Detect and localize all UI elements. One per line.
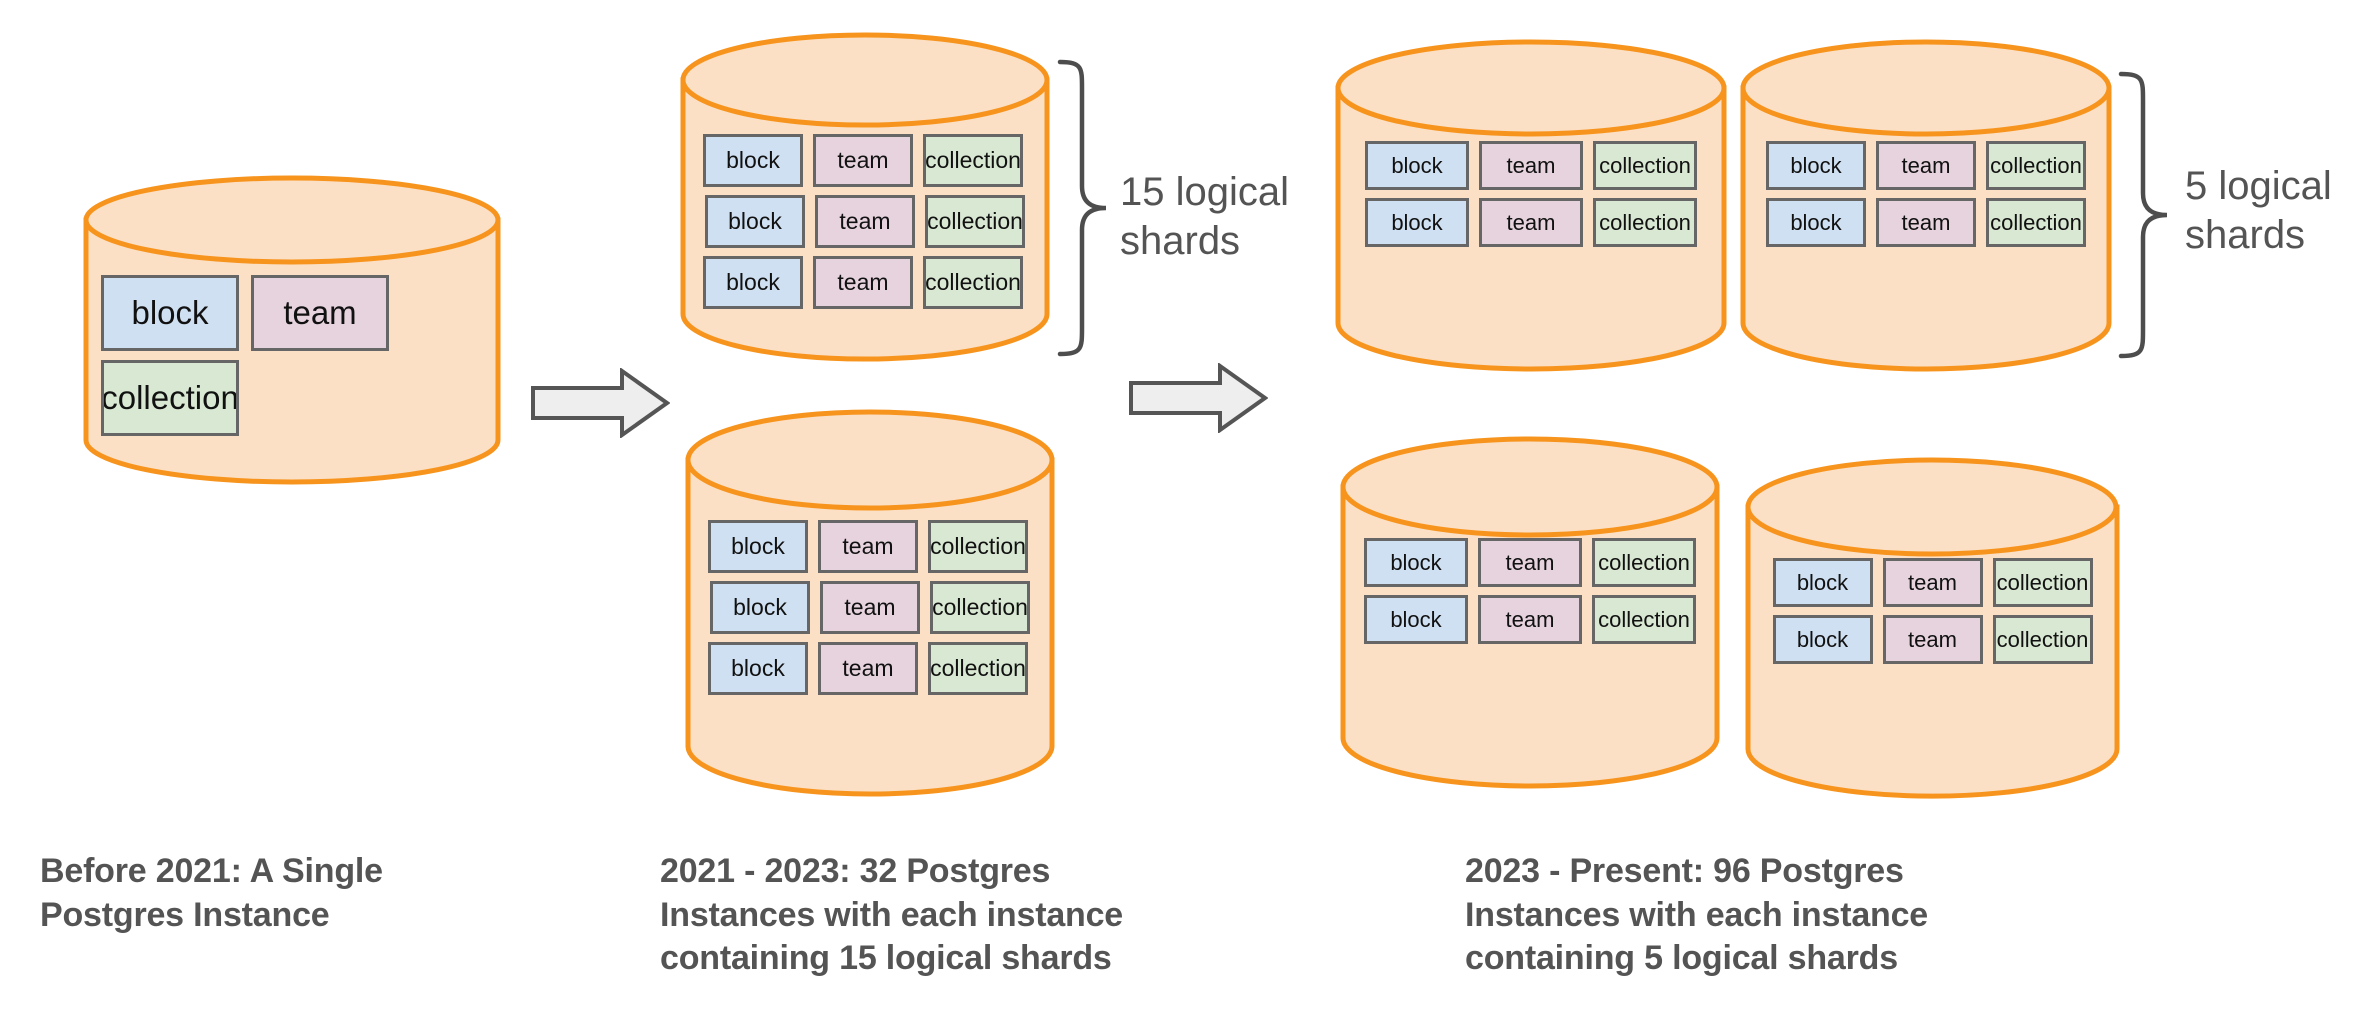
caption-2021-2023: 2021 - 2023: 32 Postgres Instances with … <box>660 852 1124 978</box>
curly-brace-icon <box>2118 71 2168 359</box>
cylinder-right-bottom-right: block team collection block team collect… <box>1745 455 2120 800</box>
shard-row: block team collection <box>1340 538 1720 587</box>
shard-row: block team collection <box>1740 141 2112 190</box>
shard-row: block team collection <box>1745 558 2120 607</box>
shard-row: block team collection <box>683 520 1053 573</box>
shard-box-team[interactable]: team <box>813 134 913 187</box>
shard-box-team[interactable]: team <box>1479 198 1583 247</box>
shard-box-collection[interactable]: collection <box>923 134 1023 187</box>
shard-box-collection[interactable]: collection <box>1592 538 1696 587</box>
shard-box-collection[interactable]: collection <box>1992 558 2093 607</box>
shard-box-collection[interactable]: collection <box>923 256 1023 309</box>
cylinder-mid-top: block team collection block team collect… <box>680 32 1050 362</box>
shard-row: block team collection <box>678 134 1048 187</box>
shard-box-collection[interactable]: collection <box>1986 141 2086 190</box>
shard-box-collection[interactable]: collection <box>930 581 1030 634</box>
shard-box-team[interactable]: team <box>1478 538 1582 587</box>
shard-row: block team collection <box>685 581 1055 634</box>
shard-box-collection[interactable]: collection <box>1986 198 2086 247</box>
cylinder-right-top-left: block team collection block team collect… <box>1335 38 1727 373</box>
shard-box-block[interactable]: block <box>703 134 803 187</box>
shard-row: block team collection <box>1745 615 2120 664</box>
right-arrow-icon <box>1129 362 1269 434</box>
shard-box-block[interactable]: block <box>1364 538 1468 587</box>
shard-box-block[interactable]: block <box>705 195 805 248</box>
shard-row: collection <box>83 360 501 436</box>
shard-box-block[interactable]: block <box>1772 558 1873 607</box>
shard-box-block[interactable]: block <box>1364 595 1468 644</box>
right-arrow-icon <box>531 367 671 439</box>
shard-box-team[interactable]: team <box>1876 198 1976 247</box>
label-5-logical-shards: 5 logical shards <box>2185 164 2332 257</box>
brace-5-shards <box>2113 70 2171 360</box>
cylinder-right-bottom-left: block team collection block team collect… <box>1340 435 1720 790</box>
shard-box-team[interactable]: team <box>1882 615 1983 664</box>
shard-box-collection[interactable]: collection <box>928 642 1028 695</box>
shard-box-block[interactable]: block <box>1772 615 1873 664</box>
shard-box-block[interactable]: block <box>1766 198 1866 247</box>
shard-box-collection[interactable]: collection <box>1592 595 1696 644</box>
shard-box-team[interactable]: team <box>818 642 918 695</box>
shard-box-collection[interactable]: collection <box>1593 141 1697 190</box>
shard-box-team[interactable]: team <box>818 520 918 573</box>
shard-box-block[interactable]: block <box>710 581 810 634</box>
shard-box-collection[interactable]: collection <box>928 520 1028 573</box>
arrow-stage1-to-stage2 <box>530 367 671 439</box>
shard-row: block team <box>83 275 501 351</box>
label-15-logical-shards: 15 logical shards <box>1120 170 1290 263</box>
shard-box-block[interactable]: block <box>1365 141 1469 190</box>
shard-row: block team collection <box>678 256 1048 309</box>
shard-row: block team collection <box>1340 595 1720 644</box>
shard-row: block team collection <box>683 642 1053 695</box>
shard-box-team[interactable]: team <box>820 581 920 634</box>
curly-brace-icon <box>1057 59 1107 357</box>
cylinder-mid-bottom: block team collection block team collect… <box>685 408 1055 798</box>
shard-box-team[interactable]: team <box>1478 595 1582 644</box>
arrow-stage2-to-stage3 <box>1128 362 1269 434</box>
shard-row: block team collection <box>1335 141 1727 190</box>
cylinder-single-instance: block team collection <box>83 175 501 485</box>
shard-box-team[interactable]: team <box>1882 558 1983 607</box>
shard-box-team[interactable]: team <box>815 195 915 248</box>
shard-box-block[interactable]: block <box>1766 141 1866 190</box>
shard-box-block[interactable]: block <box>101 275 239 351</box>
shard-box-collection[interactable]: collection <box>101 360 239 436</box>
shard-box-block[interactable]: block <box>1365 198 1469 247</box>
shard-row: block team collection <box>680 195 1050 248</box>
shard-box-block[interactable]: block <box>703 256 803 309</box>
shard-box-team[interactable]: team <box>813 256 913 309</box>
cylinder-right-top-right: block team collection block team collect… <box>1740 38 2112 373</box>
caption-2023-present: 2023 - Present: 96 Postgres Instances wi… <box>1465 852 1929 978</box>
brace-15-shards <box>1052 58 1110 358</box>
shard-box-team[interactable]: team <box>1876 141 1976 190</box>
shard-box-collection[interactable]: collection <box>925 195 1025 248</box>
shard-row: block team collection <box>1740 198 2112 247</box>
shard-row: block team collection <box>1335 198 1727 247</box>
shard-box-block[interactable]: block <box>708 520 808 573</box>
shard-box-block[interactable]: block <box>708 642 808 695</box>
shard-box-team[interactable]: team <box>1479 141 1583 190</box>
shard-box-team[interactable]: team <box>251 275 389 351</box>
shard-box-collection[interactable]: collection <box>1593 198 1697 247</box>
caption-before-2021: Before 2021: A Single Postgres Instance <box>40 852 383 934</box>
shard-box-collection[interactable]: collection <box>1992 615 2093 664</box>
